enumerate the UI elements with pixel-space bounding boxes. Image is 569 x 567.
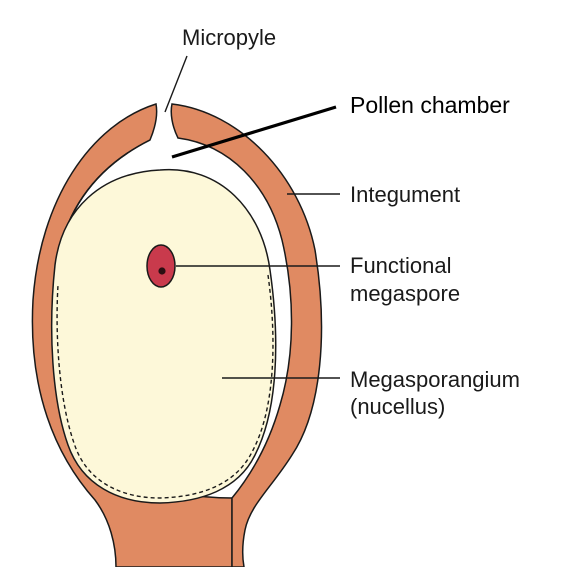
functional-megaspore — [146, 244, 176, 288]
megaspore-nucleus — [158, 267, 166, 275]
nucellus-body — [50, 168, 277, 504]
leader-micropyle — [164, 55, 188, 113]
label-micropyle: Micropyle — [182, 25, 277, 50]
label-pollen-chamber: Pollen chamber — [350, 92, 510, 118]
label-megaspore: megaspore — [350, 281, 461, 306]
leader-pollen-chamber — [171, 105, 337, 159]
label-functional: Functional — [350, 253, 452, 278]
label-megasporangium: Megasporangium — [350, 367, 520, 392]
label-integument: Integument — [350, 182, 461, 207]
label-nucellus: (nucellus) — [350, 394, 446, 419]
nucellus-dashed-boundary — [56, 274, 274, 499]
